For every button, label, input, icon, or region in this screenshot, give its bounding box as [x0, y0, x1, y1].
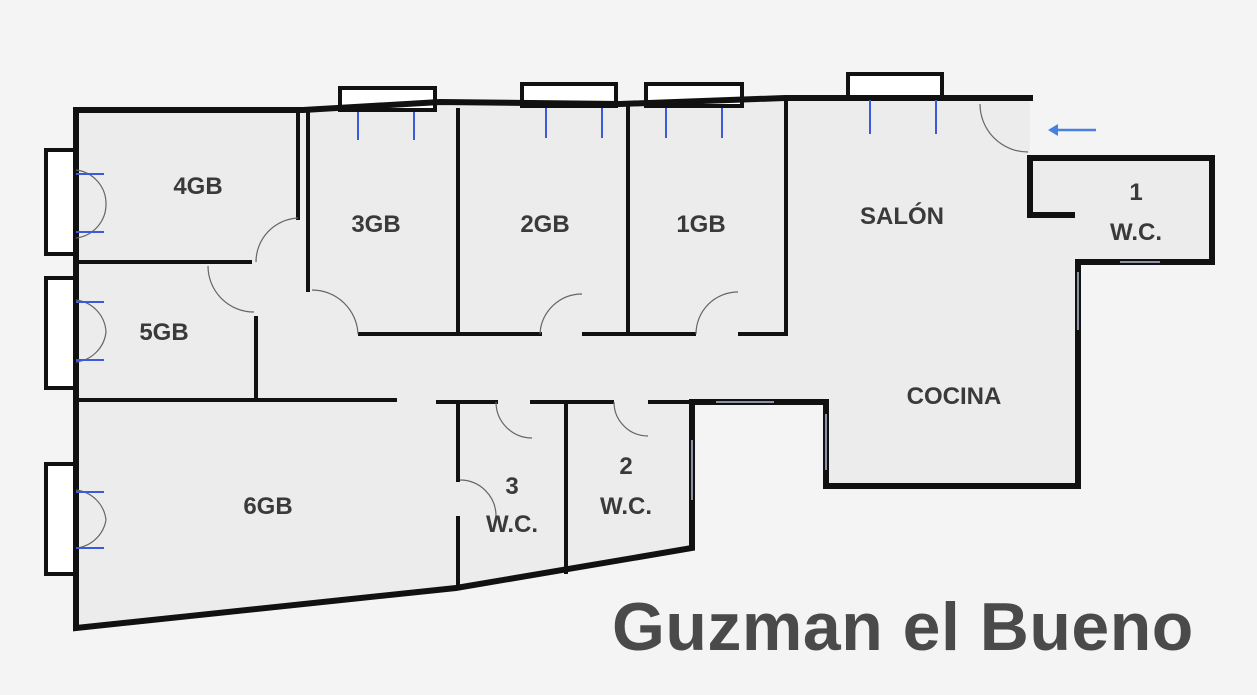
- room-label-5gb: 5GB: [139, 319, 188, 346]
- room-label-salon: SALÓN: [860, 202, 944, 230]
- room-label-wc2-number: 2: [619, 453, 632, 480]
- room-label-wc3: W.C.: [486, 511, 538, 538]
- window-doors: [76, 100, 937, 549]
- left-balconies: [44, 148, 78, 576]
- room-label-wc3-number: 3: [505, 473, 518, 500]
- room-label-3gb: 3GB: [351, 211, 400, 238]
- plan-caption: Guzman el Bueno: [612, 589, 1194, 665]
- room-label-wc1-number: 1: [1129, 179, 1142, 206]
- left-arrow-icon: [1048, 124, 1096, 136]
- room-label-6gb: 6GB: [243, 493, 292, 520]
- room-label-2gb: 2GB: [520, 211, 569, 238]
- apartment-floor: [76, 98, 1212, 628]
- room-label-wc1: W.C.: [1110, 219, 1162, 246]
- door-swings: [75, 103, 1029, 549]
- room-label-wc2: W.C.: [600, 493, 652, 520]
- interior-walls: [74, 98, 828, 590]
- room-label-1gb: 1GB: [676, 211, 725, 238]
- room-label-4gb: 4GB: [173, 173, 222, 200]
- room-label-cocina: COCINA: [907, 383, 1002, 410]
- windows: [691, 261, 1160, 500]
